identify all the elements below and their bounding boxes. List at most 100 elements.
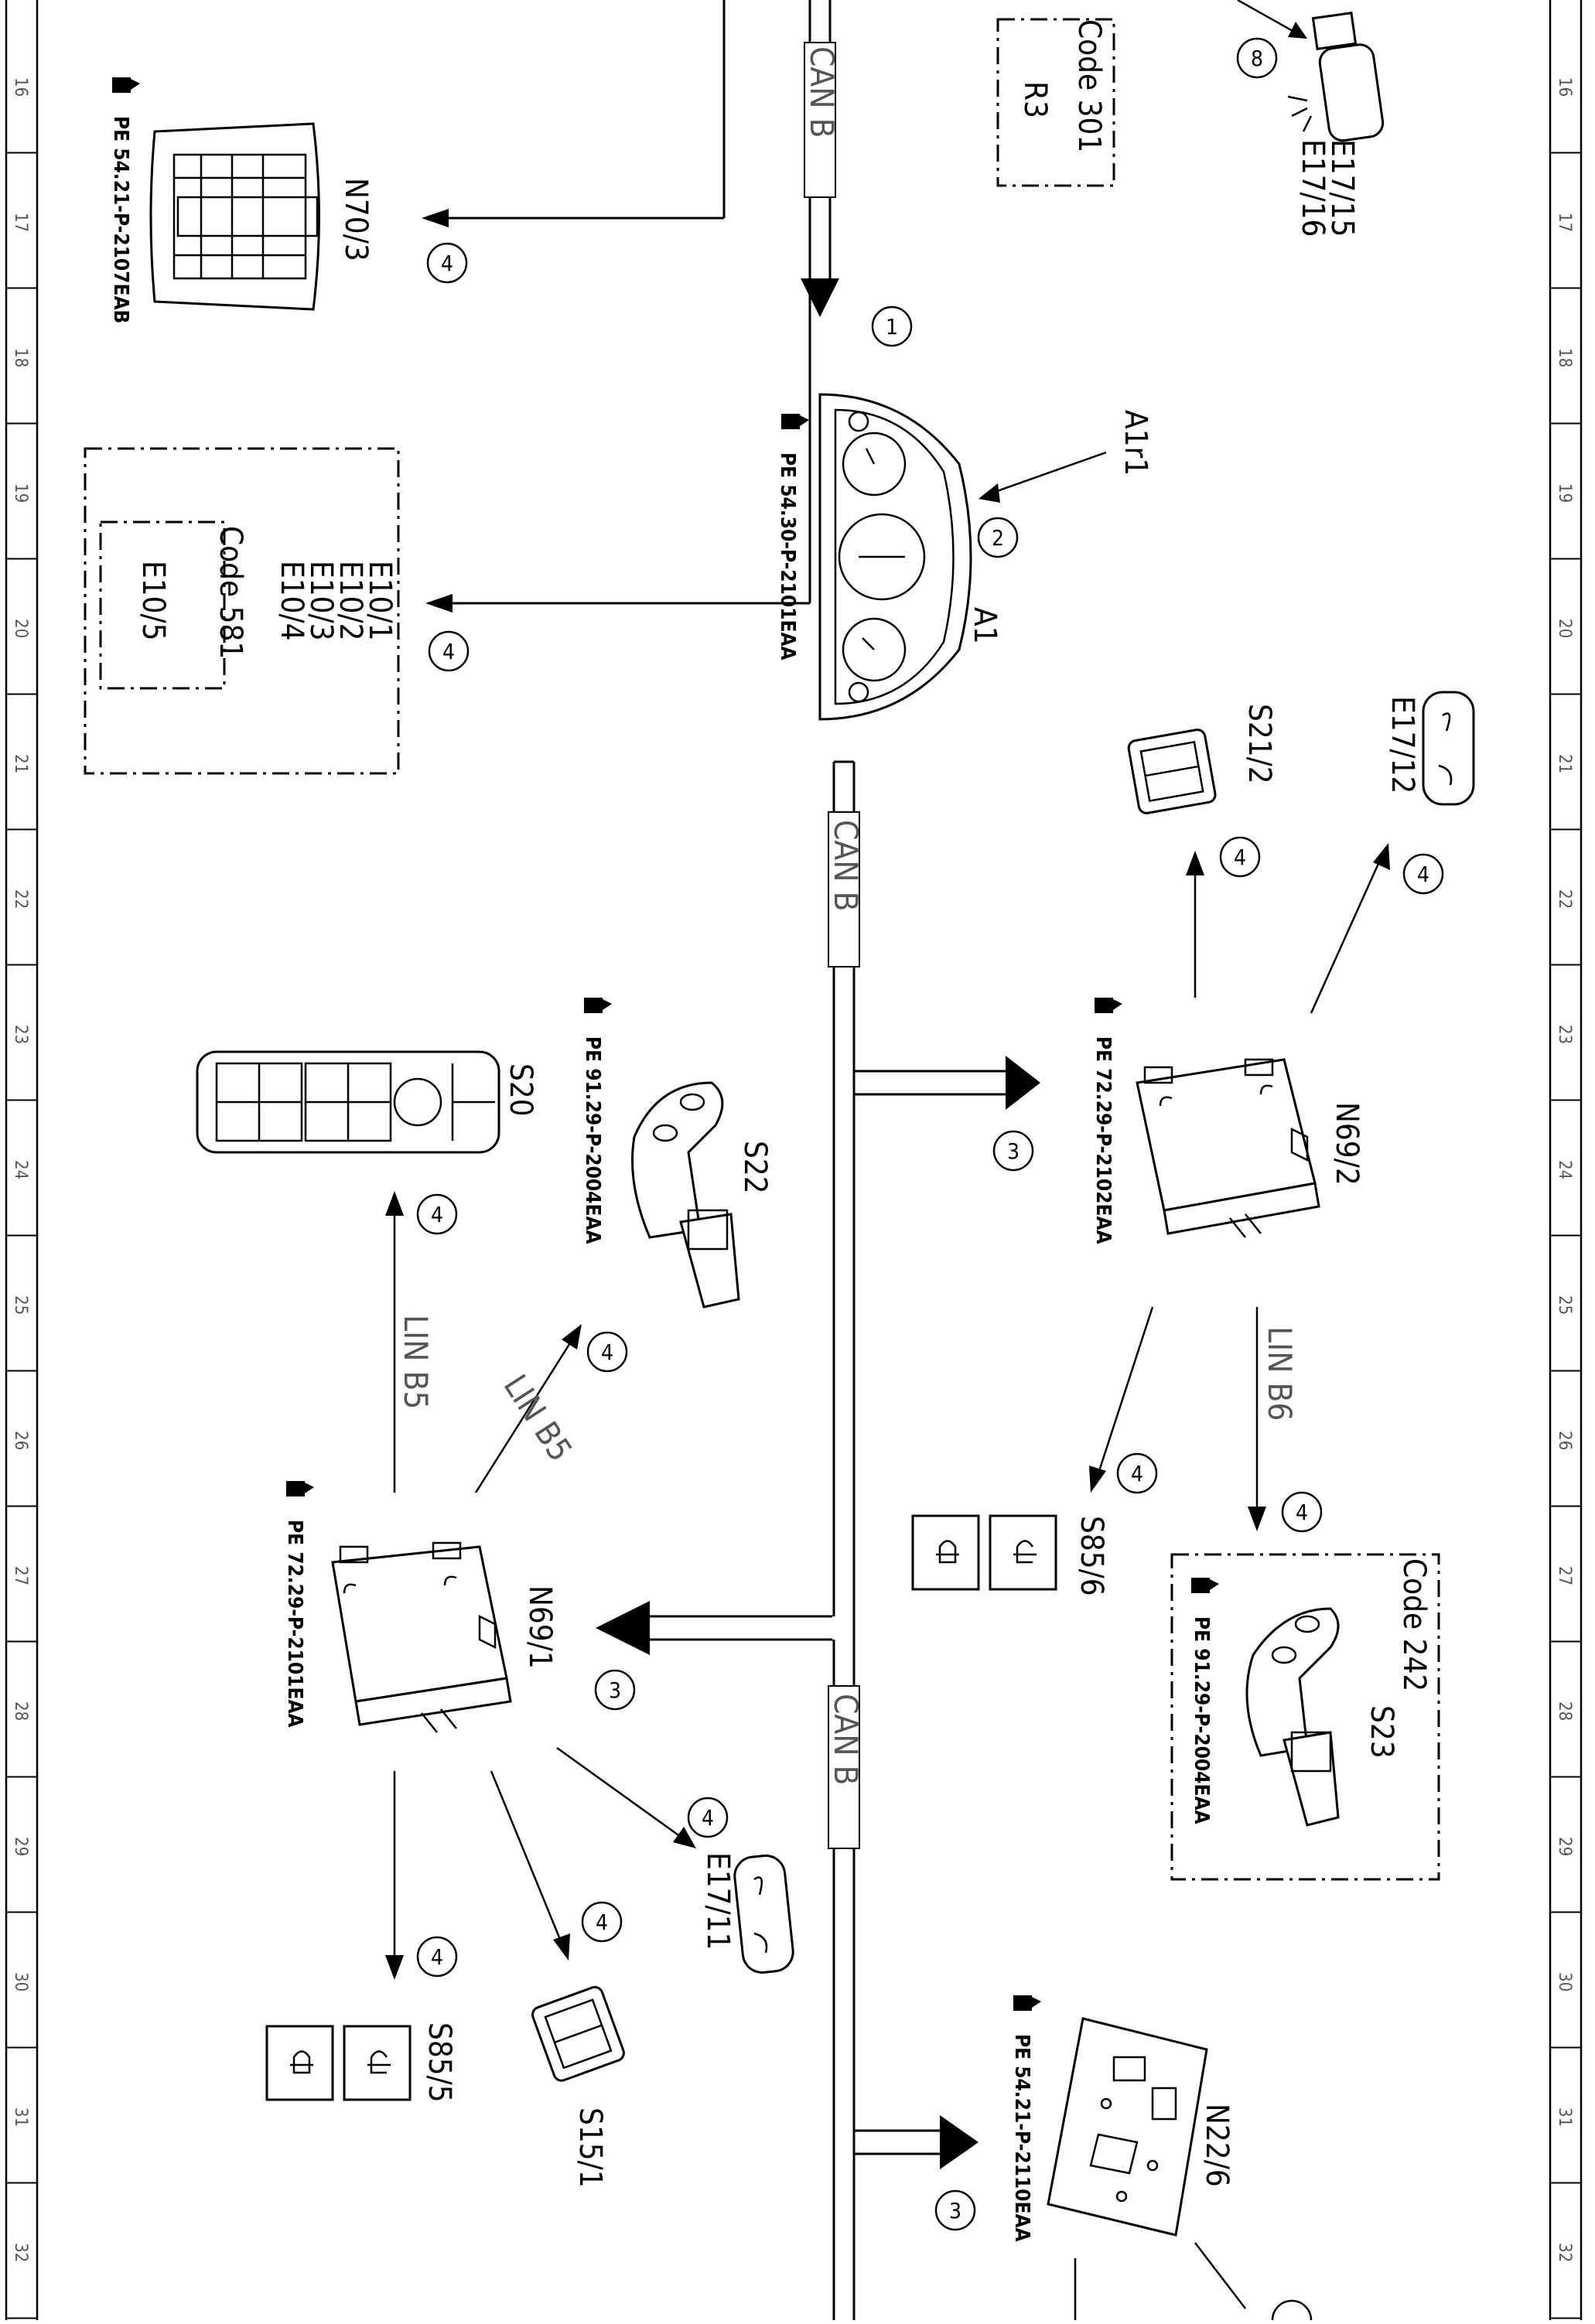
svg-text:4: 4 [596,1909,608,1935]
ruler-number-right-21: 21 [1555,754,1574,773]
n69-2-reference: PE 72.29-P-2102EAA [1091,1036,1115,1244]
ruler-number-right-31: 31 [1555,2107,1574,2127]
svg-text:3: 3 [949,2198,961,2223]
ruler-number-left-30: 30 [11,1972,30,1991]
step-marker-3-n69-1: 3 [594,1669,636,1711]
can-bus-label-low: CAN B [827,1694,865,1785]
lamp-e17-15-icon [1287,12,1385,142]
switch-s21-2-icon [1127,729,1217,814]
svg-text:4: 4 [1234,845,1246,870]
seat-switch-s22-icon [631,1081,740,1309]
ruler-number-left-17: 17 [11,213,30,232]
s23-label: S23 [1364,1705,1399,1759]
lin-b5-label: LIN B5 [397,1315,435,1409]
e17-15-label: E17/15 [1324,139,1360,237]
switch-s15-1-icon [531,1985,625,2082]
ruler-number-right-24: 24 [1555,1160,1574,1179]
svg-text:4: 4 [441,251,453,276]
e17-16-label: E17/16 [1295,139,1330,237]
ruler-number-left-24: 24 [11,1160,30,1179]
e10-4-label: E10/4 [274,561,309,641]
ruler-number-right-25: 25 [1555,1295,1574,1315]
ruler-number-right-27: 27 [1555,1566,1574,1585]
s22-reference: PE 91.29-P-2004EAA [581,1036,604,1244]
e10-group-box [84,447,400,775]
step-marker-3-n22-6: 3 [934,2189,976,2231]
svg-text:4: 4 [431,1202,443,1227]
n69-2-ref-icon [1095,998,1122,1013]
ruler-number-right-32: 32 [1555,2243,1574,2262]
n69-2-label: N69/2 [1329,1102,1364,1186]
a1r1-pointer [985,451,1107,497]
ruler-number-left-25: 25 [11,1295,30,1315]
s20-label: S20 [503,1063,538,1117]
lamp-e17-11-icon [733,1854,794,1974]
svg-text:1: 1 [886,314,898,340]
lamp-e17-12-icon [1422,691,1475,806]
ruler-number-left-27: 27 [11,1566,30,1585]
n69-1-ref-icon [286,1481,314,1496]
e10-3-label: E10/3 [303,561,339,641]
ruler-number-left-20: 20 [11,619,30,638]
s21-2-label: S21/2 [1242,704,1277,784]
instrument-cluster-icon [818,393,972,721]
ruler-number-left-29: 29 [11,1837,30,1856]
ruler-number-left-31: 31 [11,2107,30,2127]
n70-3-ref-icon [112,77,140,93]
step-marker-2: 2 [977,517,1019,558]
step-marker-4-e17-12: 4 [1402,853,1444,895]
ruler-number-right-26: 26 [1555,1431,1574,1450]
lin-b5-diagonal-label: LIN B5 [497,1368,580,1468]
svg-text:4: 4 [1296,1500,1308,1525]
e17-12-label: E17/12 [1385,696,1420,793]
step-marker-4-lin-b6: 4 [1281,1491,1323,1533]
step-marker-4-s20: 4 [416,1193,458,1235]
code-581-box [99,520,226,690]
code-301-label: Code 301 [1071,19,1107,152]
ruler-number-left-26: 26 [11,1431,30,1450]
step-marker-4-s21: 4 [1219,836,1261,878]
overhead-module-n70-3-icon [149,122,320,311]
ruler-number-right-16: 16 [1555,77,1574,97]
code-581-label: Code 581 [213,526,248,659]
ruler-number-right-22: 22 [1555,889,1574,909]
code-301-box [996,18,1115,187]
control-module-n22-6-icon [1047,2017,1208,2237]
e17-11-label: E17/11 [700,1852,736,1950]
ruler-number-right-19: 19 [1555,483,1574,503]
ruler-number-left-22: 22 [11,889,30,909]
a1r1-label: A1r1 [1118,410,1153,476]
switch-s85-5-icon [265,2025,412,2101]
ruler-number-right-23: 23 [1555,1025,1574,1044]
svg-text:3: 3 [1007,1138,1020,1164]
control-unit-n69-1-icon [331,1541,512,1733]
n22-6-label: N22/6 [1199,2104,1235,2187]
step-marker-3-n69-2: 3 [992,1130,1034,1172]
step-marker-8: 8 [1236,37,1278,79]
ruler-number-left-32: 32 [11,2243,30,2262]
svg-text:4: 4 [1417,862,1429,887]
e10-5-label: E10/5 [135,561,171,641]
code-242-label: Code 242 [1396,1558,1432,1691]
svg-text:4: 4 [431,1944,443,1970]
can-bus-label-box-mid [828,811,860,967]
step-marker-4-e10: 4 [428,630,470,672]
ruler-number-right-30: 30 [1555,1972,1574,1991]
svg-text:4: 4 [601,1339,613,1365]
a1-label: A1 [967,607,1002,644]
ruler-number-right-29: 29 [1555,1837,1574,1856]
ruler-number-right-20: 20 [1555,619,1574,638]
n70-3-reference: PE 54.21-P-2107EAB [109,116,132,323]
a1-reference: PE 54.30-P-2101EAA [776,452,799,660]
svg-text:4: 4 [442,639,455,664]
ruler-number-left-16: 16 [11,77,30,97]
n22-6-reference: PE 54.21-P-2110EAA [1010,2034,1033,2242]
can-bus-trunk [801,0,856,2320]
ruler-number-right-18: 18 [1555,348,1574,367]
seat-switch-s23-icon [1245,1607,1340,1827]
s15-1-label: S15/1 [572,2107,608,2188]
n70-3-label: N70/3 [338,178,374,261]
code-242-box [1170,1553,1440,1881]
